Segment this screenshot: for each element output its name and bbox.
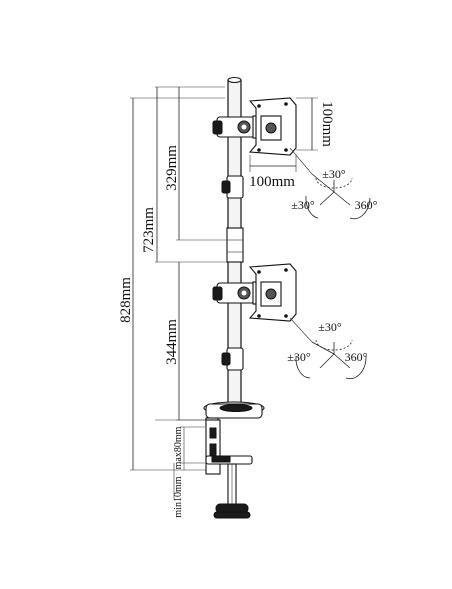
lower-rotation-symbol: ±30° ±30° 360° bbox=[287, 317, 368, 380]
lower-swivel-label: ±30° bbox=[287, 350, 311, 364]
vesa-height-label: 100mm bbox=[319, 101, 335, 147]
dim-828-label: 828mm bbox=[118, 277, 134, 323]
dimension-lines bbox=[130, 86, 228, 500]
lower-vesa-plate bbox=[248, 263, 297, 322]
dim-723-label: 723mm bbox=[141, 207, 157, 253]
lower-collar bbox=[221, 347, 244, 371]
clamp-min-label: min10mm bbox=[173, 476, 184, 517]
pole bbox=[226, 77, 244, 411]
vesa-width-label: 100mm bbox=[249, 174, 295, 190]
upper-tilt-label: ±30° bbox=[322, 167, 346, 181]
upper-swivel-label: ±30° bbox=[291, 198, 315, 212]
upper-vesa-dimensions: 100mm 100mm bbox=[249, 97, 335, 190]
upper-collar bbox=[221, 175, 244, 199]
upper-vesa-plate bbox=[248, 97, 297, 156]
lower-tilt-label: ±30° bbox=[318, 320, 342, 334]
clamp-max-label: max80mm bbox=[173, 426, 184, 469]
dim-344-label: 344mm bbox=[164, 319, 180, 365]
desk-clamp bbox=[205, 419, 253, 519]
pole-coupler bbox=[226, 227, 244, 263]
upper-rotate-label: 360° bbox=[355, 198, 378, 212]
dim-329-label: 329mm bbox=[164, 145, 180, 191]
upper-rotation-symbol: ±30° ±30° 360° bbox=[289, 147, 378, 220]
dimension-labels: 828mm 723mm 329mm 344mm max80mm min10mm bbox=[118, 145, 184, 518]
lower-rotate-label: 360° bbox=[345, 350, 368, 364]
